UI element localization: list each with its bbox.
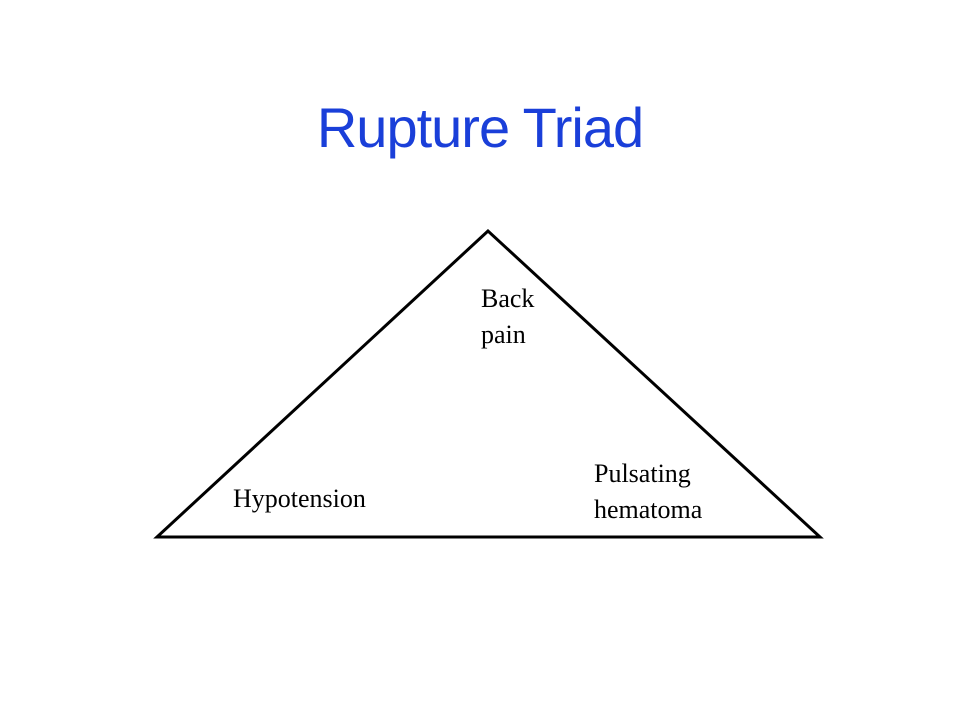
triangle-shape: [153, 228, 824, 539]
pulsating-hematoma-line-2: hematoma: [594, 495, 703, 524]
back-pain-line-1: Back: [481, 284, 535, 313]
hypotension-label: Hypotension: [233, 484, 366, 513]
back-pain-label: Back pain: [481, 281, 534, 353]
pulsating-hematoma-label: Pulsating hematoma: [594, 456, 702, 528]
back-pain-line-2: pain: [481, 320, 526, 349]
pulsating-hematoma-line-1: Pulsating: [594, 459, 691, 488]
slide-title: Rupture Triad: [316, 96, 644, 159]
